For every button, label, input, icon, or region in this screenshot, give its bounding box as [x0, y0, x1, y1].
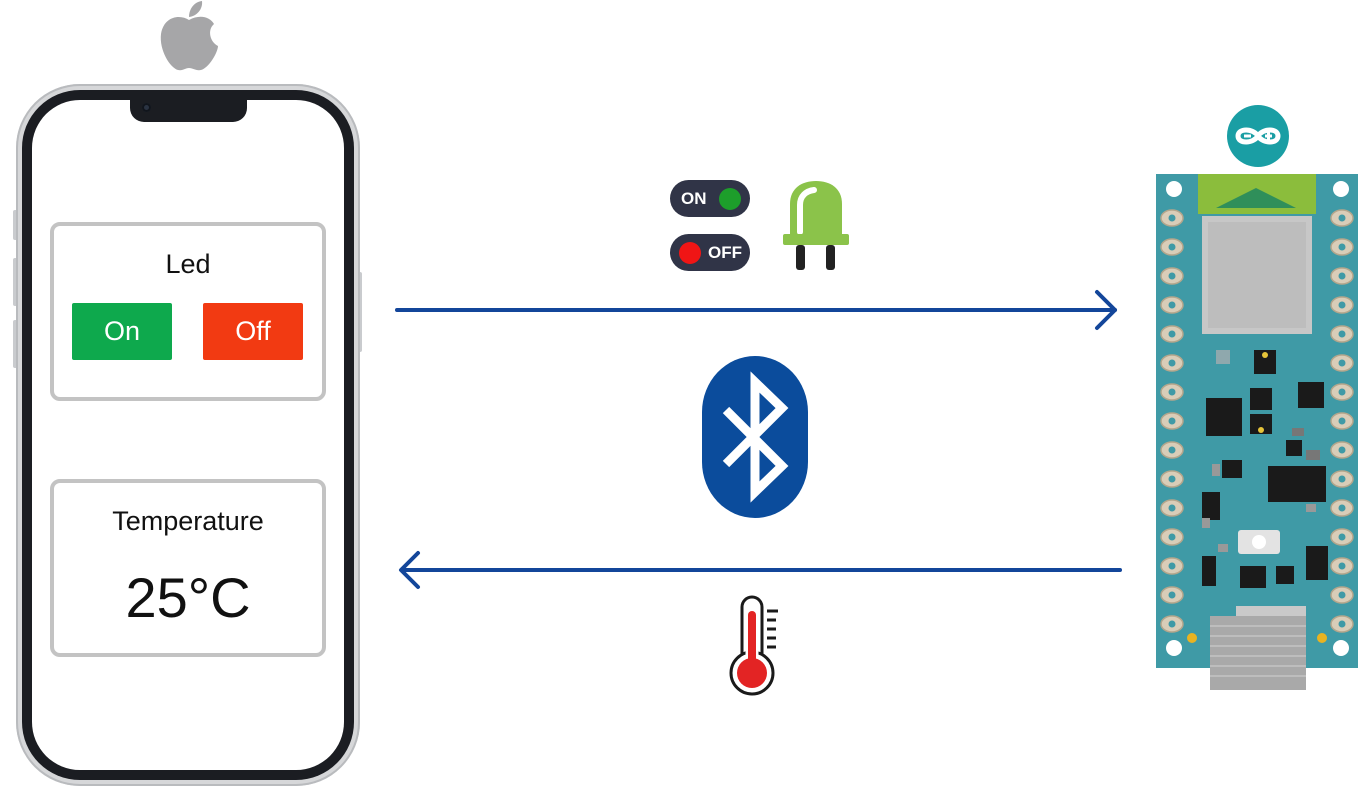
arrow-phone-to-board [395, 290, 1117, 330]
board-pin-hole [1338, 388, 1346, 396]
board-pin-hole [1168, 620, 1176, 628]
board-pin-hole [1168, 388, 1176, 396]
board-pin-hole [1168, 533, 1176, 541]
board-pin-hole [1338, 475, 1346, 483]
board-pin-hole [1338, 330, 1346, 338]
off-toggle-icon: OFF [670, 234, 750, 271]
board-pin-hole [1338, 272, 1346, 280]
led-on-button[interactable]: On [72, 303, 172, 360]
board-pin-hole [1338, 620, 1346, 628]
board-pin-hole [1168, 214, 1176, 222]
arduino-logo-icon [1227, 105, 1289, 167]
board-pin-hole [1338, 591, 1346, 599]
board-pin-hole [1338, 417, 1346, 425]
temperature-panel-title: Temperature [112, 506, 264, 536]
off-toggle-dot [679, 242, 701, 264]
board-pin-hole [1338, 562, 1346, 570]
board-pin-hole [1338, 243, 1346, 251]
board-pin-hole [1168, 591, 1176, 599]
off-toggle-label: OFF [708, 243, 742, 262]
on-toggle-dot [719, 188, 741, 210]
on-toggle-label: ON [681, 189, 707, 208]
board-pin-hole [1338, 504, 1346, 512]
phone-volume-down-button [13, 320, 18, 368]
phone-volume-up-button [13, 258, 18, 306]
board-pin-hole [1168, 243, 1176, 251]
arduino-board-icon [1156, 174, 1358, 690]
board-pin-hole [1168, 301, 1176, 309]
board-pin-hole [1338, 301, 1346, 309]
temperature-value: 25°C [125, 566, 251, 629]
board-pin-hole [1168, 504, 1176, 512]
bluetooth-icon [702, 356, 808, 518]
phone-screen [32, 100, 344, 770]
board-pin-hole [1168, 330, 1176, 338]
board-pin-hole [1338, 533, 1346, 541]
thermometer-icon [729, 595, 778, 696]
board-pin-hole [1338, 214, 1346, 222]
board-pin-hole [1338, 359, 1346, 367]
led-off-button[interactable]: Off [203, 303, 303, 360]
board-pin-hole [1168, 272, 1176, 280]
board-pin-hole [1168, 562, 1176, 570]
phone-silent-switch [13, 210, 18, 240]
board-pin-hole [1168, 475, 1176, 483]
led-panel: Led On Off [50, 222, 326, 401]
board-pin-hole [1168, 446, 1176, 454]
apple-logo-icon [160, 1, 218, 71]
board-pin-hole [1338, 446, 1346, 454]
arrow-board-to-phone [399, 551, 1122, 589]
board-pin-hole [1168, 359, 1176, 367]
camera-icon [142, 103, 151, 112]
board-pin-hole [1168, 417, 1176, 425]
on-toggle-icon: ON [670, 180, 750, 217]
led-panel-title: Led [165, 249, 211, 279]
led-bulb-icon [783, 181, 849, 270]
temperature-panel: Temperature 25°C [50, 479, 326, 657]
